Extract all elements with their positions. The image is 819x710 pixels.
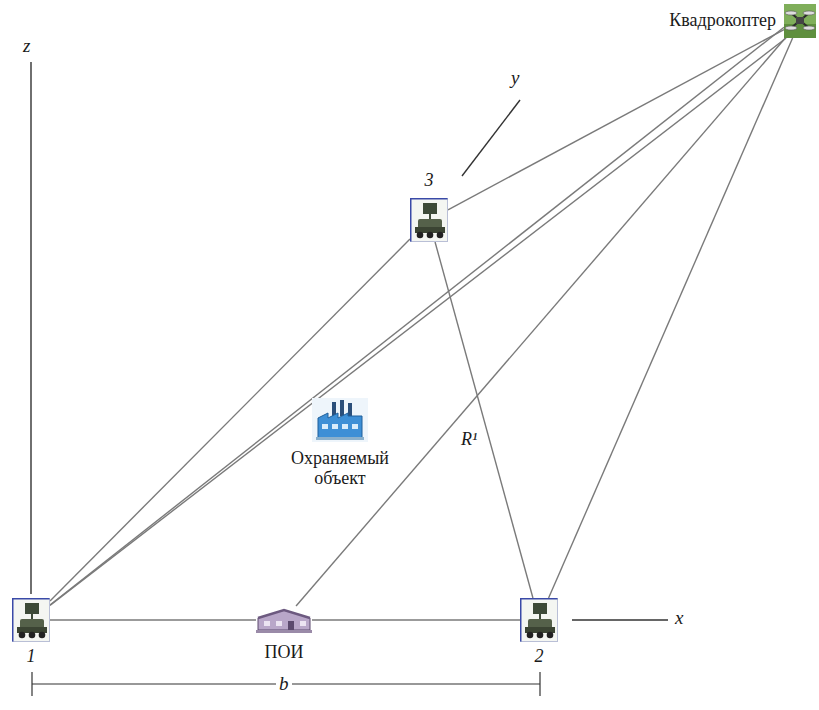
radar-station-icon bbox=[12, 598, 50, 642]
z-axis bbox=[30, 62, 31, 594]
sight-line bbox=[296, 38, 785, 606]
node-label: Охраняемый объект bbox=[278, 448, 402, 488]
dimension-tick bbox=[31, 672, 32, 696]
x-axis bbox=[572, 619, 668, 620]
sight-line bbox=[50, 619, 256, 620]
radar-station-icon bbox=[520, 598, 558, 642]
node-label: 2 bbox=[535, 646, 544, 666]
axis-label: z bbox=[20, 36, 33, 56]
processing-center-icon bbox=[256, 606, 312, 634]
node-label: 1 bbox=[27, 646, 36, 666]
sight-line bbox=[50, 239, 410, 601]
quadcopter-node: Квадрокоптер bbox=[784, 4, 816, 38]
radar-station-node: 2 bbox=[520, 598, 558, 642]
range-label: R¹ bbox=[459, 429, 479, 449]
axis-label: x bbox=[672, 608, 686, 628]
node-label: 3 bbox=[425, 170, 434, 190]
axis-label: y bbox=[508, 68, 522, 88]
quadcopter-icon bbox=[784, 4, 816, 38]
sight-line bbox=[448, 30, 784, 210]
radar-station-icon bbox=[410, 198, 448, 242]
edge-group bbox=[50, 27, 793, 620]
sight-line bbox=[50, 38, 786, 605]
sight-line bbox=[312, 619, 520, 620]
sight-line bbox=[50, 27, 784, 605]
node-label: ПОИ bbox=[265, 642, 304, 662]
sight-line bbox=[435, 242, 533, 598]
radar-station-node: 1 bbox=[12, 598, 50, 642]
sight-line bbox=[549, 38, 793, 598]
processing-center-node: ПОИ bbox=[256, 606, 312, 634]
node-label: Квадрокоптер bbox=[669, 10, 776, 30]
factory-icon bbox=[312, 398, 368, 442]
y-axis bbox=[462, 100, 520, 176]
radar-station-node: 3 bbox=[410, 198, 448, 242]
dimension-tick bbox=[539, 672, 540, 696]
protected-object-node: Охраняемый объект bbox=[312, 398, 368, 442]
axis-label: b bbox=[276, 674, 292, 694]
